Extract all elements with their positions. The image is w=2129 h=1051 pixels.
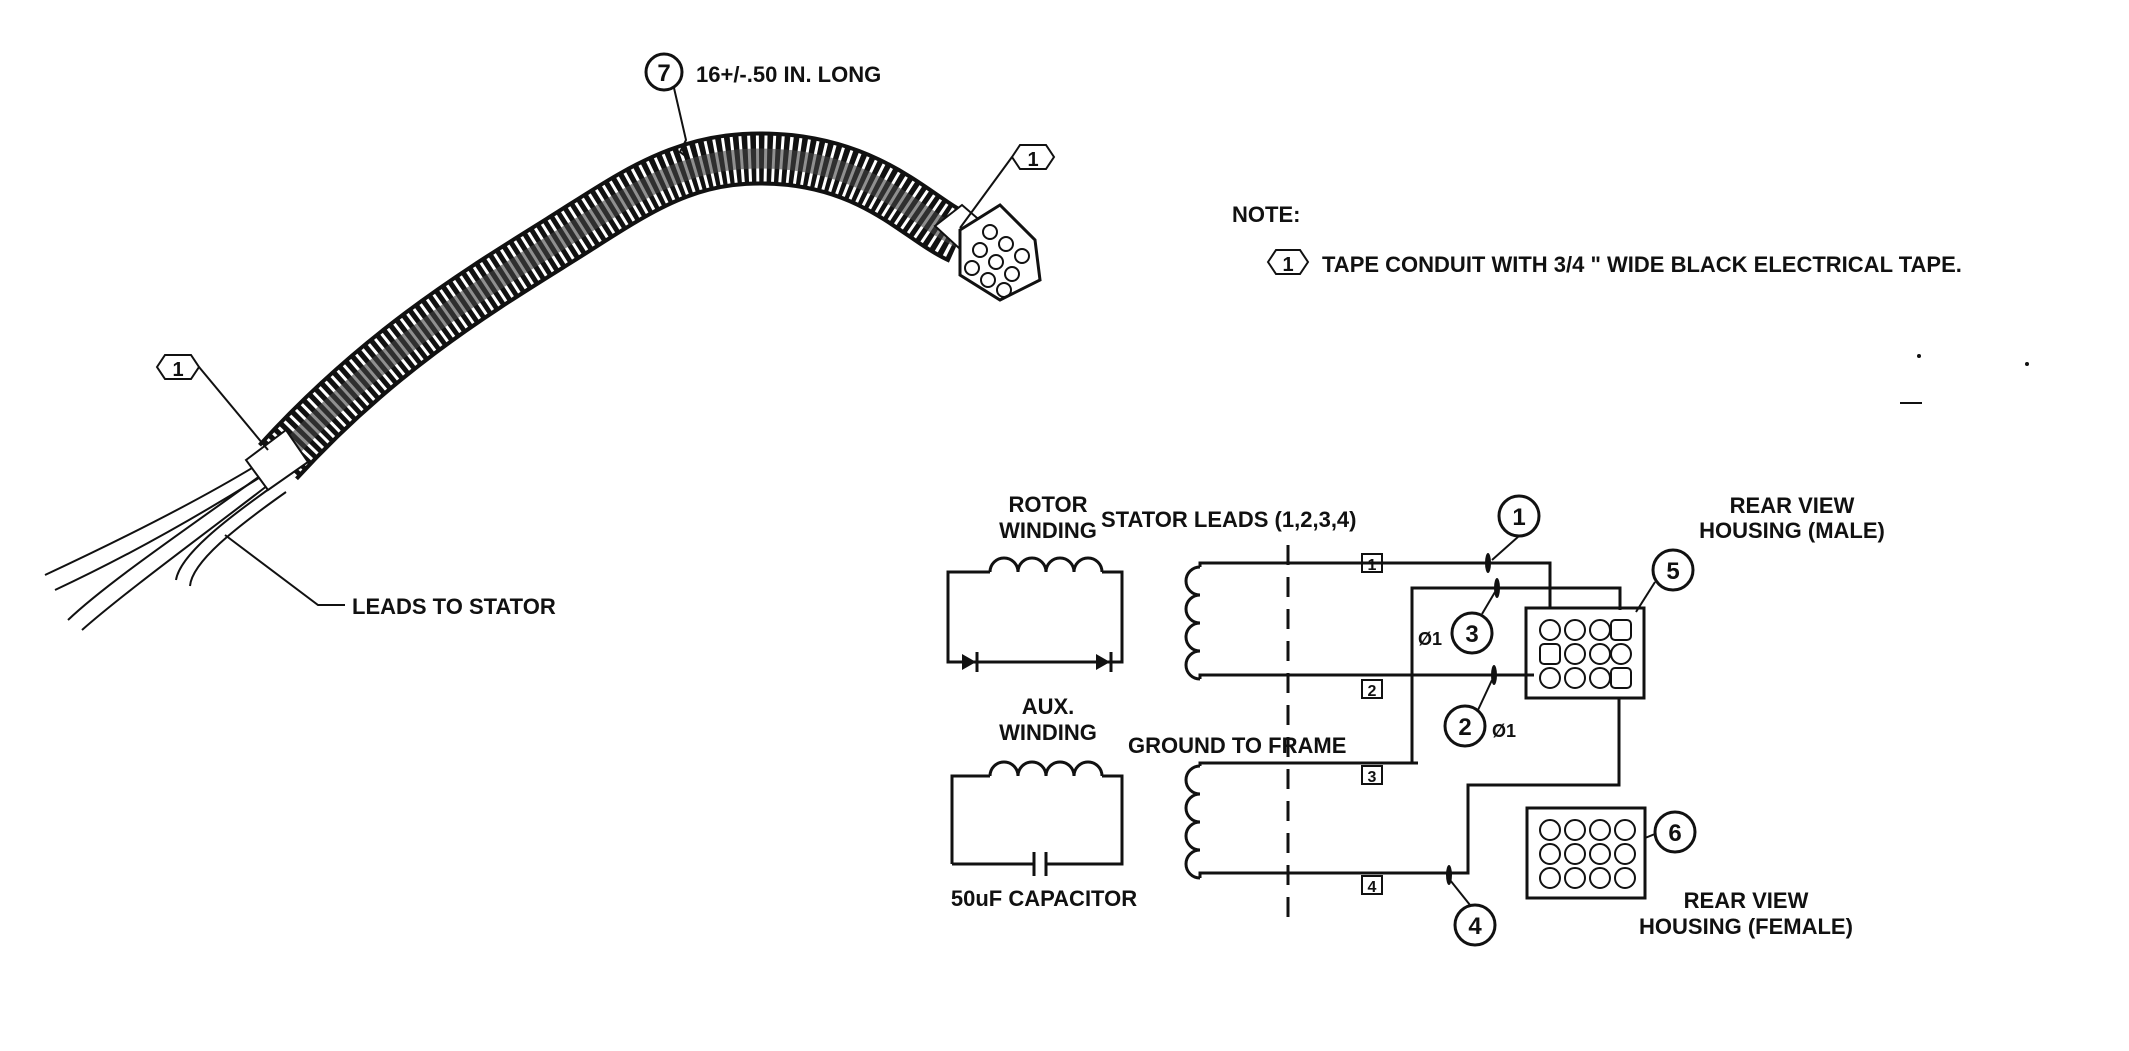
rotor-label: ROTOR <box>1008 492 1087 517</box>
svg-text:4: 4 <box>1368 879 1377 896</box>
phase-mark: Ø1 <box>1492 721 1516 741</box>
lead-wire <box>175 483 277 581</box>
tape-band <box>244 428 310 492</box>
svg-text:HOUSING (MALE): HOUSING (MALE) <box>1699 518 1885 543</box>
svg-text:2: 2 <box>1368 683 1377 700</box>
male-housing: 5 REAR VIEW HOUSING (MALE) <box>1524 493 1885 700</box>
lead-wire <box>44 461 263 576</box>
svg-text:4: 4 <box>1468 913 1482 940</box>
note-block: NOTE: 1 TAPE CONDUIT WITH 3/4 " WIDE BLA… <box>1232 202 1962 277</box>
svg-text:WINDING: WINDING <box>999 720 1097 745</box>
stator-coil-upper <box>1184 561 1418 681</box>
svg-text:HOUSING (FEMALE): HOUSING (FEMALE) <box>1639 914 1853 939</box>
note-item-marker <box>1266 249 1310 275</box>
svg-text:2: 2 <box>1458 714 1471 741</box>
female-housing-number <box>1653 810 1697 854</box>
stator-coil-lower <box>1184 761 1418 880</box>
note-item-text: TAPE CONDUIT WITH 3/4 " WIDE BLACK ELECT… <box>1322 252 1962 277</box>
tape-mark-leads: 1 <box>155 354 269 451</box>
tape-mark-connector: 1 <box>959 144 1056 229</box>
terminal-3: 3 <box>1361 765 1383 786</box>
male-housing-number <box>1651 548 1695 592</box>
length-callout: 7 16+/-.50 IN. LONG <box>644 52 881 159</box>
terminal-1: 1 <box>1361 553 1383 574</box>
wire-marker-2: 2 <box>1443 665 1497 748</box>
capacitor-label: 50uF CAPACITOR <box>951 886 1137 911</box>
svg-text:1: 1 <box>1027 149 1038 171</box>
svg-text:1: 1 <box>1512 504 1525 531</box>
phase-mark: Ø1 <box>1418 629 1442 649</box>
diode-icon <box>962 652 979 672</box>
capacitor-icon <box>1032 852 1048 876</box>
female-housing-label: REAR VIEW <box>1684 888 1809 913</box>
harness-illustration: 7 16+/-.50 IN. LONG 1 1 LEADS TO STATOR <box>44 52 1056 631</box>
length-callout-text: 16+/-.50 IN. LONG <box>696 62 881 87</box>
svg-text:LEADS TO STATOR: LEADS TO STATOR <box>352 594 556 619</box>
svg-text:1: 1 <box>1368 557 1377 574</box>
connector-housing <box>933 203 1042 302</box>
scan-specks <box>1900 354 2029 404</box>
diode-icon <box>1096 652 1113 672</box>
wire-marker-1: 1 <box>1485 494 1541 573</box>
aux-winding-circuit <box>950 760 1124 876</box>
svg-text:3: 3 <box>1368 769 1377 786</box>
svg-text:WINDING: WINDING <box>999 518 1097 543</box>
aux-label: AUX. <box>1022 694 1075 719</box>
svg-text:6: 6 <box>1668 820 1681 847</box>
stator-leads-label: STATOR LEADS (1,2,3,4) <box>1101 507 1357 532</box>
terminal-4: 4 <box>1361 875 1383 896</box>
rotor-winding-circuit <box>946 556 1124 672</box>
note-heading: NOTE: <box>1232 202 1300 227</box>
svg-text:1: 1 <box>1282 254 1293 276</box>
male-housing-label: REAR VIEW <box>1730 493 1855 518</box>
svg-text:1: 1 <box>172 359 183 381</box>
svg-text:5: 5 <box>1666 558 1679 585</box>
terminal-2: 2 <box>1361 679 1383 700</box>
wire-marker-3: 3 <box>1450 578 1500 655</box>
ground-label: GROUND TO FRAME <box>1128 733 1346 758</box>
female-housing: 6 REAR VIEW HOUSING (FEMALE) <box>1525 806 1853 939</box>
svg-text:3: 3 <box>1465 621 1478 648</box>
length-callout-number: 7 <box>657 60 670 87</box>
lead-wire <box>67 469 269 621</box>
leads-label: LEADS TO STATOR <box>224 534 556 619</box>
wire-marker-4: 4 <box>1446 865 1497 947</box>
wiring-schematic: ROTOR WINDING AUX. WINDING 50uF CAPACITO… <box>946 492 1885 947</box>
